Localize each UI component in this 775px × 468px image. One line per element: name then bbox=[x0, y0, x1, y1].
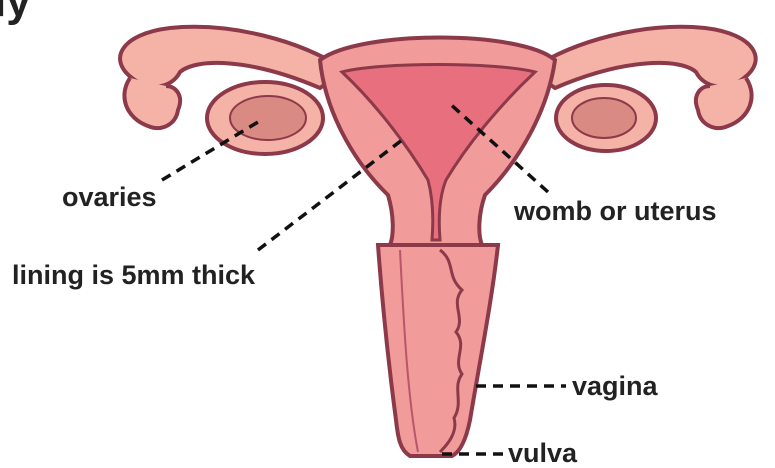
heading-fragment: ly bbox=[0, 0, 31, 26]
uterus-illustration bbox=[120, 27, 756, 456]
label-lining: lining is 5mm thick bbox=[12, 260, 256, 290]
leader-lining bbox=[258, 140, 402, 250]
label-ovaries: ovaries bbox=[62, 182, 157, 212]
label-vagina: vagina bbox=[572, 371, 659, 401]
vagina bbox=[378, 245, 498, 456]
right-fallopian-tube bbox=[530, 27, 756, 88]
label-vulva: vulva bbox=[508, 438, 578, 468]
left-fallopian-tube bbox=[120, 27, 345, 88]
label-womb: womb or uterus bbox=[513, 196, 717, 226]
